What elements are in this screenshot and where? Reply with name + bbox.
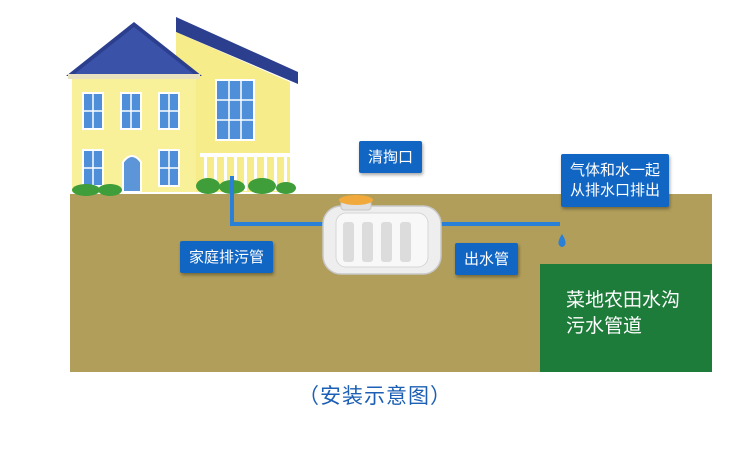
- gas-water-label-line2: 从排水口排出: [570, 181, 661, 200]
- ditch-label: 菜地农田水沟 污水管道: [566, 288, 680, 339]
- cleanout-lid: [339, 195, 373, 205]
- septic-tank: [322, 199, 442, 275]
- ditch-area: [540, 264, 712, 372]
- ditch-label-line1: 菜地农田水沟: [566, 289, 681, 311]
- outlet-pipe-label: 出水管: [455, 243, 519, 276]
- gas-water-label-line1: 气体和水一起: [570, 161, 661, 179]
- house: [66, 17, 298, 196]
- ditch-label-line2: 污水管道: [566, 314, 643, 337]
- water-drop-icon: [558, 234, 566, 247]
- caption: （安装示意图）: [298, 384, 452, 408]
- household-pipe-label: 家庭排污管: [180, 241, 274, 274]
- cleanout-label: 清掏口: [359, 141, 423, 174]
- soil-ground: [70, 194, 540, 372]
- gas-water-label: 气体和水一起 从排水口排出: [561, 154, 670, 207]
- sewage-pipe: [230, 176, 560, 226]
